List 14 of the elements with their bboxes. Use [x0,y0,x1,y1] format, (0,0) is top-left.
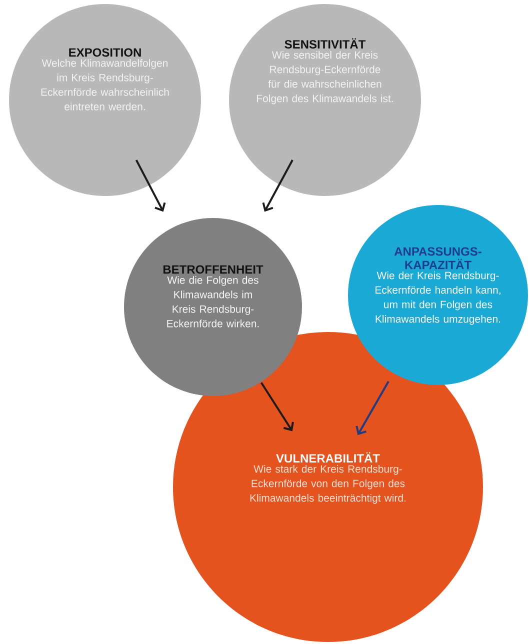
circle-title: SENSITIVITÄT [284,38,366,49]
circle-text: Wie sensibel der Kreis Rendsburg-Eckernförde für die wahrscheinlichen Folgen des Klimawandels ist. [257,50,393,104]
circle-text: Wie die Folgen des Klimawandels im Kreis Rendsburg-Eckernförde wirken. [167,276,259,328]
arrow [262,160,294,212]
circle-title: ANPASSUNGS-KAPAZITÄT [394,247,482,270]
circle-text: Welche Klimawandelfolgen im Kreis Rendsburg-Eckernförde wahrscheinlich eintreten werden. [41,59,169,110]
arrow [135,160,166,212]
circle-title: EXPOSITION [69,48,141,57]
circle-title: BETROFFENHEIT [163,265,264,274]
circle-text: Wie stark der Kreis Rendsburg-Eckernförde von den Folgen des Klimawandels beeinträchtigt wird. [250,464,406,504]
arrow [356,380,390,436]
arrow [260,382,294,432]
circle-text: Wie der Kreis Rendsburg-Eckernförde handeln kann, um mit den Folgen des Klimawandels umzugehen. [376,271,500,325]
circle-title: VULNERABILITÄT [276,452,380,463]
